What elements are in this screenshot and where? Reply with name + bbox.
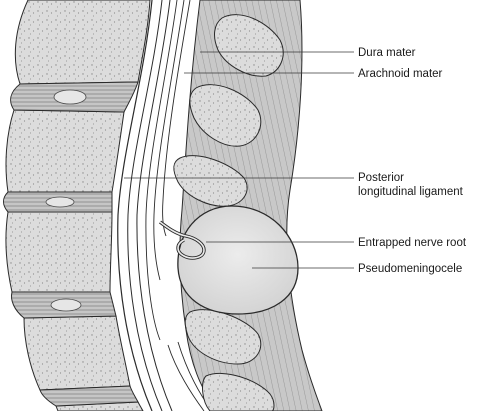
label-arachnoid-mater: Arachnoid mater: [358, 68, 443, 80]
vertebral-body: [23, 315, 131, 391]
vertebral-bodies: [5, 0, 151, 411]
vertebral-body: [5, 211, 113, 293]
spinal-membranes: [117, 0, 213, 411]
lamina: [189, 84, 262, 147]
label-pseudomeningocele: Pseudomeningocele: [358, 263, 462, 275]
label-posterior-ligament-line1: Posterior: [358, 172, 404, 184]
intervertebral-discs: [3, 81, 139, 407]
lamina: [202, 372, 275, 411]
laminae: [173, 14, 284, 411]
label-dura-mater: Dura mater: [358, 47, 416, 59]
leader-lines: [124, 51, 354, 269]
lamina: [214, 14, 284, 77]
intervertebral-disc: [39, 385, 139, 407]
vertebral-body: [5, 109, 125, 193]
vertebral-body: [14, 0, 151, 85]
lamina: [184, 309, 262, 365]
label-entrapped-nerve-root: Entrapped nerve root: [358, 237, 467, 249]
label-posterior-ligament-line2: longitudinal ligament: [358, 186, 464, 198]
callout-labels: Dura mater Arachnoid mater Posterior lon…: [358, 47, 467, 275]
